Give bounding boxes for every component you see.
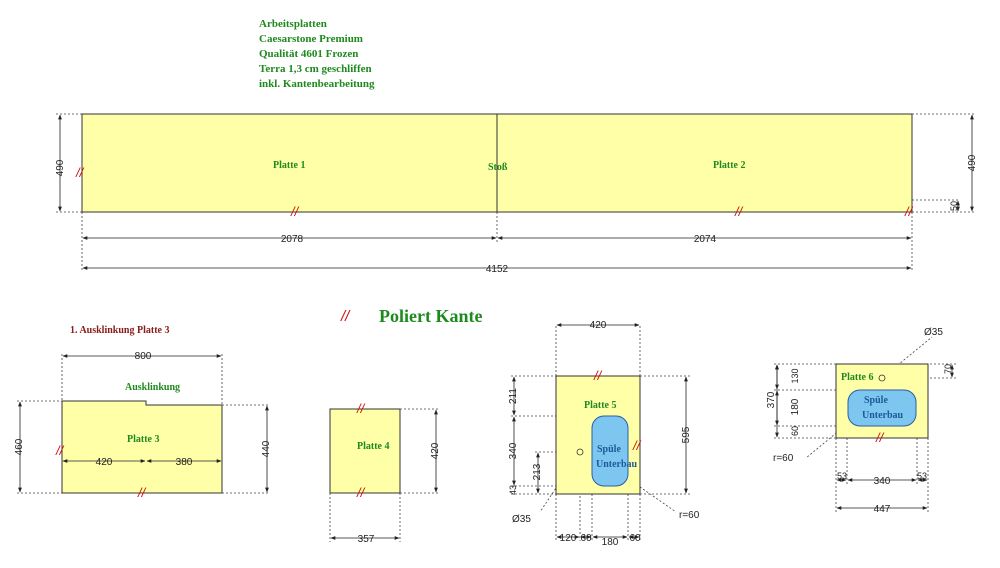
polish-mark: // bbox=[55, 443, 65, 458]
legend-text: Poliert Kante bbox=[379, 306, 482, 326]
dim-plate-5-340: 340 bbox=[508, 442, 519, 459]
plate-6-sink-label-2: Unterbau bbox=[862, 410, 904, 421]
dim-plate-3-height-right: 440 bbox=[261, 440, 272, 457]
header-line-finish: Terra 1,3 cm geschliffen bbox=[259, 63, 372, 75]
dimension-lines bbox=[18, 114, 974, 540]
polish-mark: // bbox=[904, 204, 914, 219]
dim-plate-6-340: 340 bbox=[874, 476, 891, 487]
joint-label: Stoß bbox=[488, 162, 508, 173]
plate-6-label: Platte 6 bbox=[841, 372, 874, 383]
dim-plate-5-width: 420 bbox=[590, 320, 607, 331]
dim-plate-5-211: 211 bbox=[508, 388, 519, 404]
dim-plate-5-43: 43 bbox=[508, 485, 518, 495]
dim-plate-6-370: 370 bbox=[766, 391, 777, 408]
header-line-edges: inkl. Kantenbearbeitung bbox=[259, 78, 375, 90]
polish-mark: // bbox=[734, 204, 744, 219]
dim-plate-5-60b: 60 bbox=[629, 533, 641, 544]
plate-6-radius-label: r=60 bbox=[773, 453, 794, 464]
dim-plate-1-length: 2078 bbox=[281, 234, 304, 245]
plate-5-radius-label: r=60 bbox=[679, 510, 700, 521]
plate-5-sink-label-1: Spüle bbox=[597, 444, 621, 455]
dim-plate-4-height: 420 bbox=[430, 442, 441, 459]
polish-mark: // bbox=[875, 430, 885, 445]
legend-symbol: // bbox=[340, 308, 351, 325]
polish-mark: // bbox=[356, 401, 366, 416]
plate-5-sink-label-2: Unterbau bbox=[596, 459, 638, 470]
plate-5-label: Platte 5 bbox=[584, 400, 617, 411]
dim-plate-6-70: 70 bbox=[943, 364, 953, 374]
dim-top-height-left: 490 bbox=[55, 159, 66, 176]
dim-plate-5-height: 595 bbox=[681, 426, 692, 443]
polish-mark: // bbox=[290, 204, 300, 219]
dim-plate-5-60a: 60 bbox=[580, 533, 592, 544]
dim-plate-6-53b: 53 bbox=[917, 471, 927, 481]
dim-plate-6-53a: 53 bbox=[837, 471, 847, 481]
polish-mark: // bbox=[593, 368, 603, 383]
dim-plate-6-180: 180 bbox=[790, 398, 801, 415]
plate-5-hole-label: Ø35 bbox=[512, 514, 531, 525]
dim-top-small-right: 50 bbox=[949, 201, 959, 211]
dim-plate-3-segment-a: 420 bbox=[96, 457, 113, 468]
dim-plate-5-213: 213 bbox=[532, 463, 543, 480]
header-line-quality: Qualität 4601 Frozen bbox=[259, 48, 359, 60]
dim-plate-2-length: 2074 bbox=[694, 234, 717, 245]
dim-plate-6-total: 447 bbox=[874, 504, 891, 515]
dim-plate-3-height-left: 460 bbox=[14, 438, 25, 455]
plate-1-label: Platte 1 bbox=[273, 160, 306, 171]
plate-3-title: 1. Ausklinkung Platte 3 bbox=[70, 325, 169, 336]
plate-4-shape bbox=[329, 408, 401, 494]
polish-mark: // bbox=[137, 485, 147, 500]
plate-5-tap-hole bbox=[576, 448, 584, 456]
plate-3-label: Platte 3 bbox=[127, 434, 160, 445]
dim-plate-6-60: 60 bbox=[790, 426, 800, 436]
dim-plate-6-130: 130 bbox=[790, 368, 800, 383]
plate-6-sink-cutout bbox=[847, 389, 917, 427]
plate-2-label: Platte 2 bbox=[713, 160, 746, 171]
header-line-brand: Caesarstone Premium bbox=[259, 33, 363, 45]
dim-total-length: 4152 bbox=[486, 264, 509, 275]
plate-6-sink-label-1: Spüle bbox=[864, 395, 888, 406]
plate-3-notch-label: Ausklinkung bbox=[125, 382, 180, 393]
polished-edge-marks: // // // // // // // // // // // bbox=[55, 165, 914, 500]
plate-4-label: Platte 4 bbox=[357, 441, 390, 452]
polish-mark: // bbox=[75, 165, 85, 180]
dim-plate-3-segment-b: 380 bbox=[176, 457, 193, 468]
plate-6-tap-hole bbox=[878, 374, 886, 382]
dim-plate-5-180: 180 bbox=[602, 537, 619, 548]
plate-1-shape bbox=[81, 113, 498, 213]
header-line-material: Arbeitsplatten bbox=[259, 18, 327, 30]
polish-mark: // bbox=[632, 438, 642, 453]
plate-5-sink-cutout bbox=[591, 415, 629, 487]
polish-mark: // bbox=[356, 485, 366, 500]
dim-plate-4-width: 357 bbox=[358, 534, 375, 545]
plate-3-shape bbox=[61, 400, 223, 494]
plate-6-hole-label: Ø35 bbox=[924, 327, 943, 338]
dim-plate-5-120: 120 bbox=[560, 533, 577, 544]
plate-2-shape bbox=[496, 113, 913, 213]
dim-plate-3-width: 800 bbox=[135, 351, 152, 362]
dim-top-height-right: 490 bbox=[967, 154, 978, 171]
